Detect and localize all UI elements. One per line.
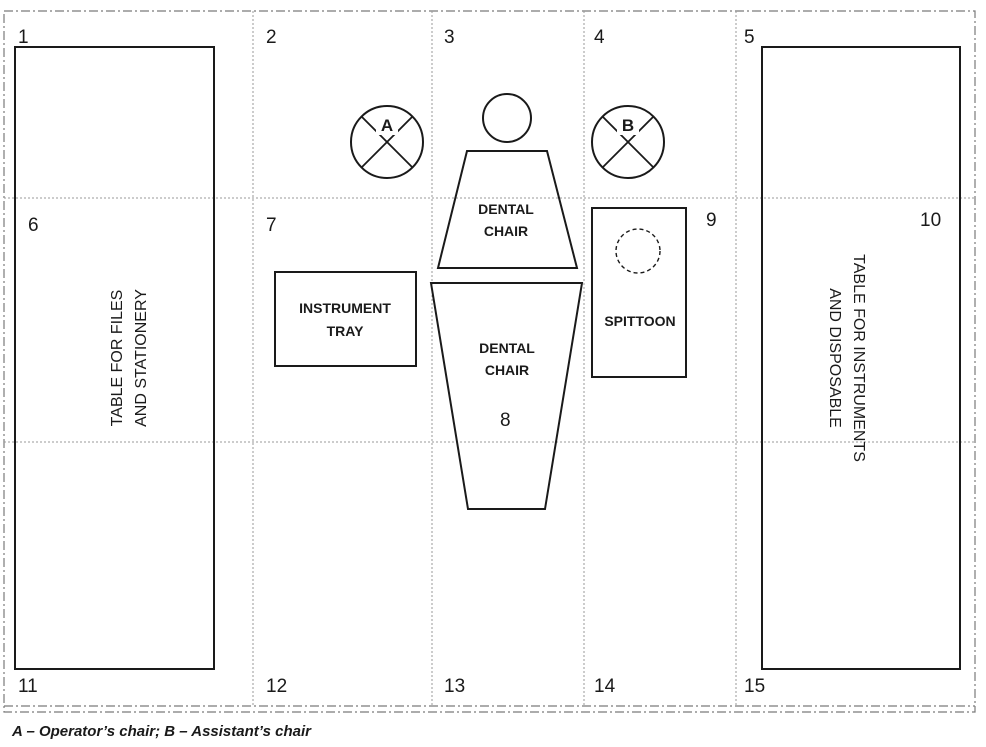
dental-chair-backrest-outline [436, 150, 579, 269]
assistant-chair-label-bg [617, 113, 639, 135]
instruments-table-label-line2: AND DISPOSABLE [826, 288, 843, 428]
files-table-label-line2: AND STATIONERY [133, 289, 150, 427]
files-table-label-line1: TABLE FOR FILES [109, 290, 126, 427]
instrument-tray-label-line2: TRAY [327, 323, 364, 339]
spittoon: SPITTOON [591, 207, 687, 378]
assistant-chair-cross [602, 116, 654, 168]
cell-number-7: 7 [266, 215, 277, 236]
dental-chair-seat-label-line2: CHAIR [485, 362, 529, 378]
dental-chair-seat-label-line1: DENTAL [479, 340, 535, 356]
files-stationery-table: TABLE FOR FILES AND STATIONERY [14, 46, 215, 670]
cell-number-8: 8 [500, 410, 511, 431]
dental-chair-backrest-label-line1: DENTAL [478, 201, 534, 217]
dental-chair-backrest-label-line2: CHAIR [484, 223, 528, 239]
cell-number-3: 3 [444, 27, 455, 48]
cell-number-11: 11 [18, 676, 38, 697]
spittoon-bowl [615, 228, 661, 274]
outer-border [3, 10, 976, 713]
cell-number-1: 1 [18, 27, 29, 48]
cell-number-2: 2 [266, 27, 277, 48]
cell-number-13: 13 [444, 676, 465, 697]
spittoon-label: SPITTOON [604, 313, 675, 329]
instrument-tray-outline [274, 271, 417, 367]
cell-number-4: 4 [594, 27, 605, 48]
assistant-chair-circle [591, 105, 665, 179]
operator-chair-cross [361, 116, 413, 168]
cell-numbers: 1 2 3 4 5 6 7 8 9 10 11 12 13 14 15 [18, 27, 941, 697]
cell-number-5: 5 [744, 27, 755, 48]
cell-number-15: 15 [744, 676, 765, 697]
instrument-tray-label-line1: INSTRUMENT [299, 300, 391, 316]
cell-number-10: 10 [920, 210, 941, 231]
dental-chair-backrest: DENTAL CHAIR [436, 150, 579, 269]
dental-chair-headrest [482, 93, 532, 143]
spittoon-outline [591, 207, 687, 378]
cell-number-14: 14 [594, 676, 616, 697]
instruments-table-label-line1: TABLE FOR INSTRUMENTS [850, 254, 867, 462]
instruments-table-outline [761, 46, 961, 670]
files-table-outline [14, 46, 215, 670]
operator-chair-label: A [381, 116, 393, 135]
cell-number-6: 6 [28, 215, 39, 236]
cell-number-9: 9 [706, 210, 717, 231]
room-grid [4, 11, 975, 706]
legend-caption: A – Operator’s chair; B – Assistant’s ch… [11, 723, 312, 740]
assistant-chair: B [591, 105, 665, 179]
dental-chair-seat: DENTAL CHAIR [429, 282, 584, 510]
assistant-chair-label: B [622, 116, 634, 135]
operator-chair: A [350, 105, 424, 179]
instruments-disposable-table: TABLE FOR INSTRUMENTS AND DISPOSABLE [761, 46, 961, 670]
cell-number-12: 12 [266, 676, 287, 697]
operator-chair-label-bg [376, 113, 398, 135]
operator-chair-circle [350, 105, 424, 179]
dental-chair-seat-outline [429, 282, 584, 510]
instrument-tray: INSTRUMENT TRAY [274, 271, 417, 367]
